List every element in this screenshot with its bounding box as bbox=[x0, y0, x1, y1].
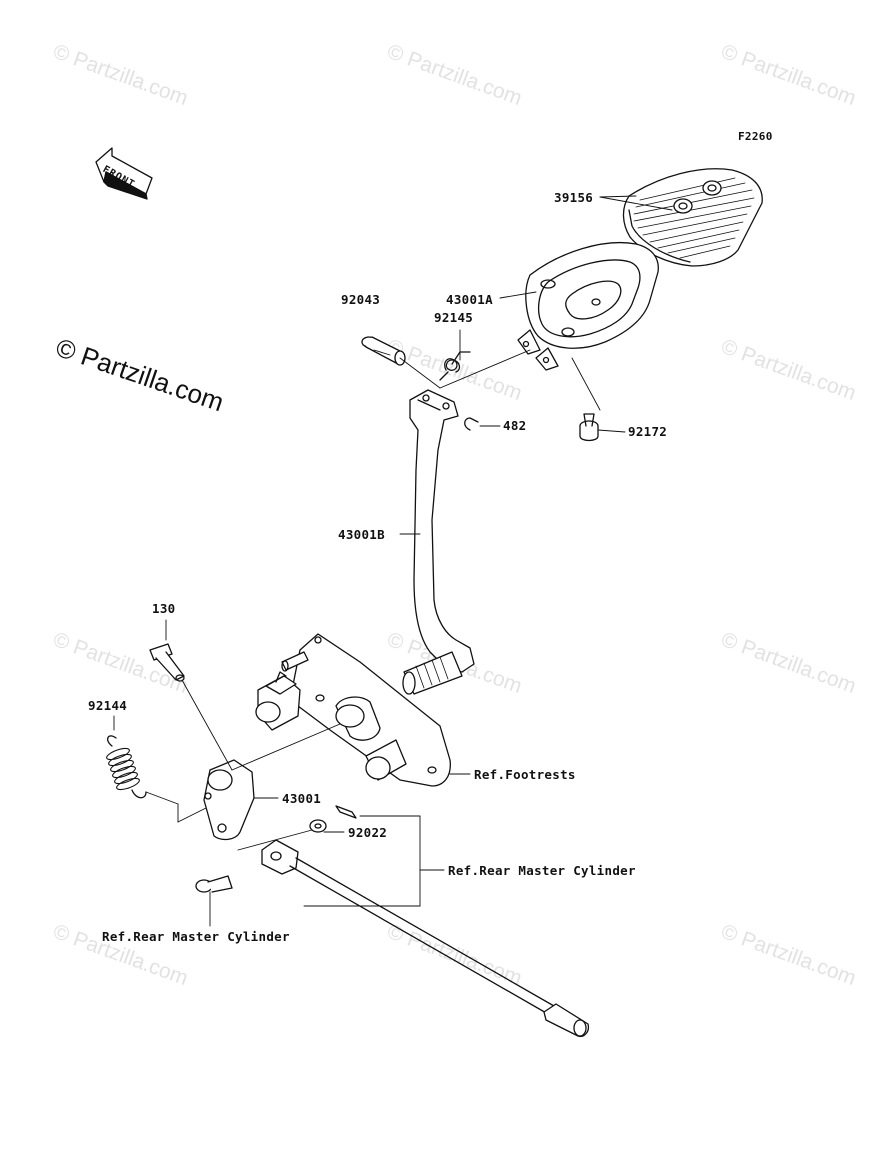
part-label-92043[interactable]: 92043 bbox=[341, 292, 381, 307]
part-label-92145[interactable]: 92145 bbox=[434, 310, 474, 325]
brake-lever bbox=[203, 759, 255, 841]
cotter-pin bbox=[335, 805, 357, 819]
part-label-92172[interactable]: 92172 bbox=[628, 424, 668, 439]
part-label-130[interactable]: 130 bbox=[152, 601, 176, 616]
part-label-43001B[interactable]: 43001B bbox=[338, 527, 385, 542]
ref-rear-master-cylinder-link[interactable]: Ref.Rear Master Cylinder bbox=[102, 929, 290, 944]
pedal-base bbox=[517, 241, 659, 371]
ref-rear-master-cylinder-link[interactable]: Ref.Rear Master Cylinder bbox=[448, 863, 636, 878]
pedal-lever bbox=[409, 389, 475, 673]
figure-code: F2260 bbox=[738, 130, 773, 143]
part-label-92144[interactable]: 92144 bbox=[88, 698, 128, 713]
front-arrow-icon bbox=[95, 147, 153, 200]
part-label-43001A[interactable]: 43001A bbox=[446, 292, 493, 307]
pedal-pad bbox=[622, 168, 763, 267]
return-spring bbox=[106, 735, 147, 799]
joint-pin bbox=[195, 875, 233, 893]
flange-bolt bbox=[149, 643, 185, 682]
socket-bolt bbox=[579, 413, 599, 442]
clevis-pin bbox=[361, 336, 406, 366]
push-rod bbox=[261, 839, 590, 1038]
footrest-bracket bbox=[255, 633, 451, 787]
splined-shaft bbox=[402, 651, 463, 695]
part-label-39156[interactable]: 39156 bbox=[554, 190, 594, 205]
cir-clip bbox=[464, 417, 479, 431]
part-label-92022[interactable]: 92022 bbox=[348, 825, 388, 840]
ref-footrests-link[interactable]: Ref.Footrests bbox=[474, 767, 576, 782]
part-label-43001[interactable]: 43001 bbox=[282, 791, 322, 806]
plain-washer bbox=[309, 819, 327, 833]
part-label-482[interactable]: 482 bbox=[503, 418, 527, 433]
torsion-spring bbox=[439, 351, 471, 381]
